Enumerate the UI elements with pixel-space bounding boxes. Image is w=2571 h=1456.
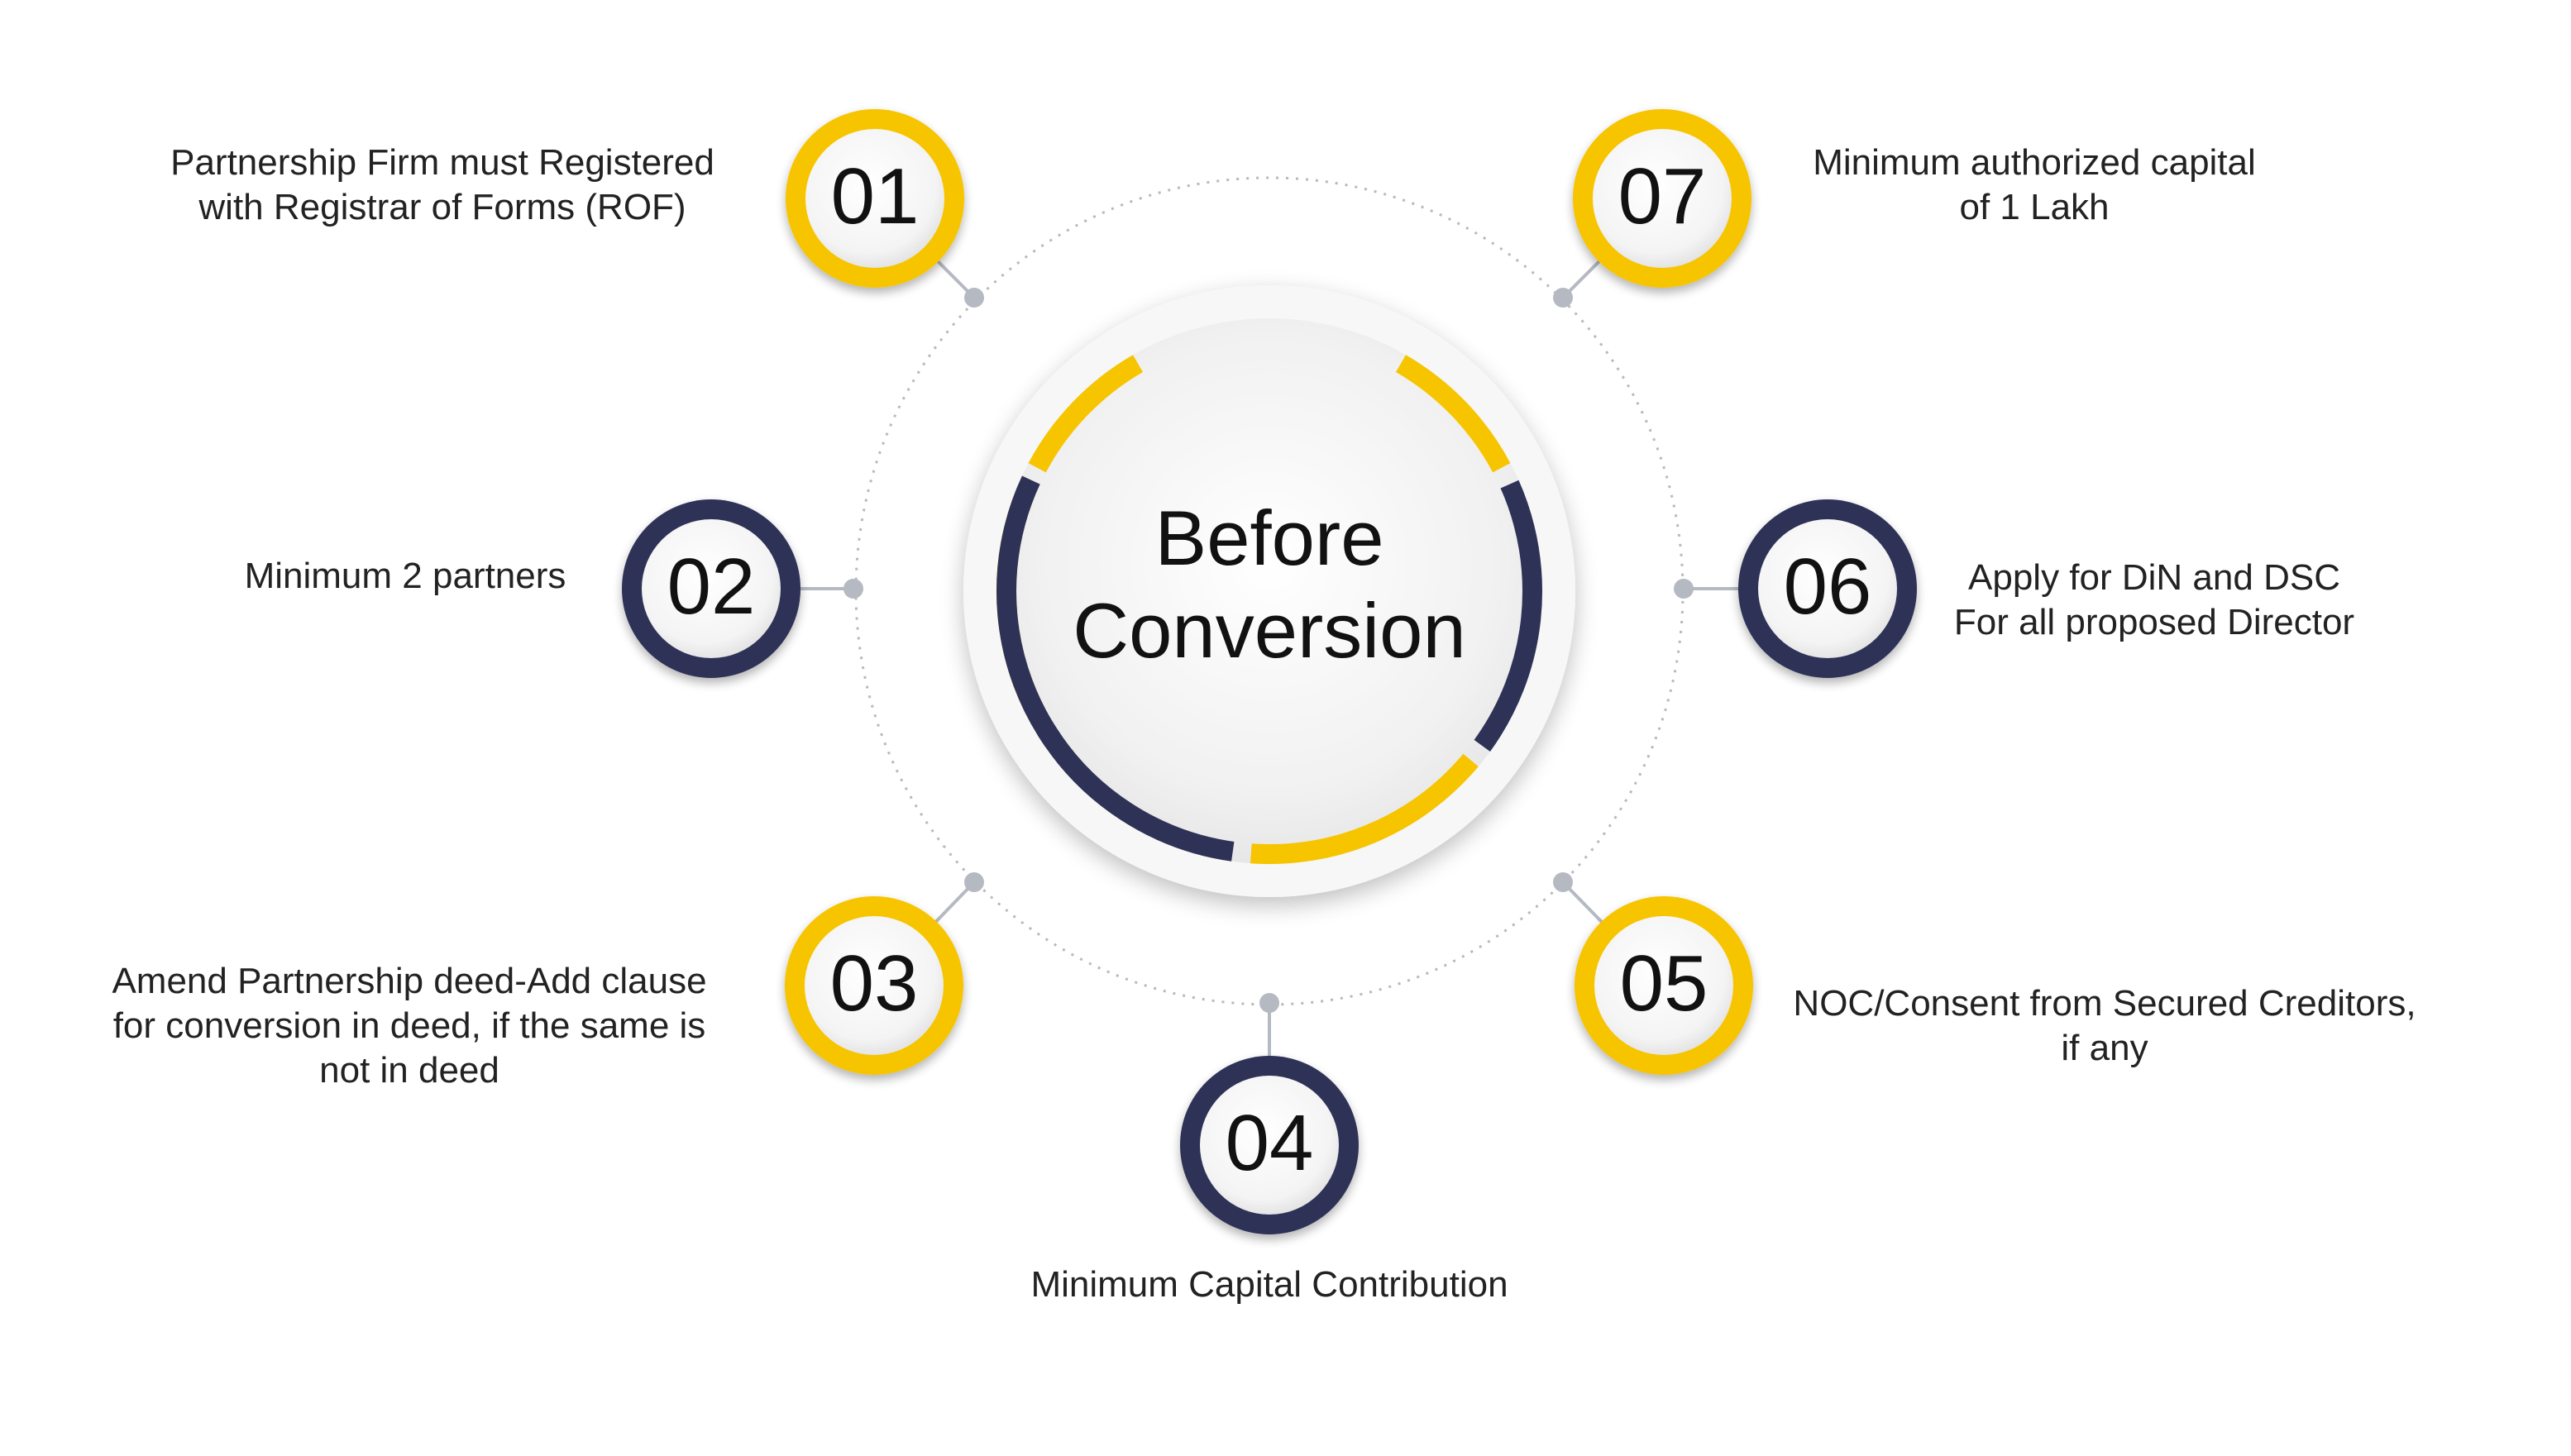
step-number-07: 07 <box>1618 152 1707 241</box>
center-title: Before Conversion <box>1073 494 1466 674</box>
badges-layer <box>622 109 1917 1234</box>
step-number-05: 05 <box>1619 939 1708 1028</box>
step-badge-07 <box>1573 109 1751 288</box>
step-label-04: Minimum Capital Contribution <box>1030 1264 1508 1305</box>
step-badge-03 <box>785 896 963 1075</box>
connector-dot-03 <box>964 872 984 892</box>
step-number-03: 03 <box>829 939 919 1028</box>
hub-inner-disc <box>996 318 1542 864</box>
step-badge-02 <box>622 499 800 678</box>
step-label-02: Minimum 2 partners <box>244 556 566 596</box>
connector-dot-05 <box>1553 872 1573 892</box>
badge-face-02 <box>642 519 781 658</box>
ring-segment-left <box>996 475 1063 748</box>
badge-face-01 <box>805 129 944 268</box>
step-label-03: Amend Partnership deed-Add clause for co… <box>112 961 707 1091</box>
ring-segment-top-left <box>1028 355 1144 473</box>
connector-dot-04 <box>1259 993 1279 1013</box>
ring-segment-bottom <box>1038 725 1235 862</box>
connector-dot-01 <box>964 288 984 308</box>
connector-dot-06 <box>1674 579 1694 599</box>
step-label-07: Minimum authorized capital of 1 Lakh <box>1813 142 2256 227</box>
ring-segment-bottom-right <box>1250 753 1479 864</box>
badge-face-03 <box>805 916 944 1055</box>
ring-segment-right <box>1474 480 1542 752</box>
center-hub-layer <box>963 285 1575 897</box>
connector-dot-07 <box>1553 288 1573 308</box>
step-number-04: 04 <box>1225 1099 1314 1187</box>
step-label-01: Partnership Firm must Registered with Re… <box>170 142 714 227</box>
step-badge-05 <box>1575 896 1753 1075</box>
step-number-01: 01 <box>830 152 920 241</box>
step-badge-06 <box>1738 499 1917 678</box>
ring-segment-top-right <box>1395 355 1511 473</box>
step-number-02: 02 <box>667 542 756 631</box>
badge-face-05 <box>1594 916 1733 1055</box>
step-label-05: NOC/Consent from Secured Creditors, if a… <box>1793 983 2416 1068</box>
badge-face-07 <box>1593 129 1732 268</box>
badge-face-04 <box>1200 1076 1339 1215</box>
step-label-06: Apply for DiN and DSC For all proposed D… <box>1953 557 2355 642</box>
badge-face-06 <box>1758 519 1897 658</box>
step-number-06: 06 <box>1783 542 1872 631</box>
step-badge-01 <box>786 109 964 288</box>
connector-dot-02 <box>843 579 863 599</box>
step-badge-04 <box>1180 1056 1359 1234</box>
